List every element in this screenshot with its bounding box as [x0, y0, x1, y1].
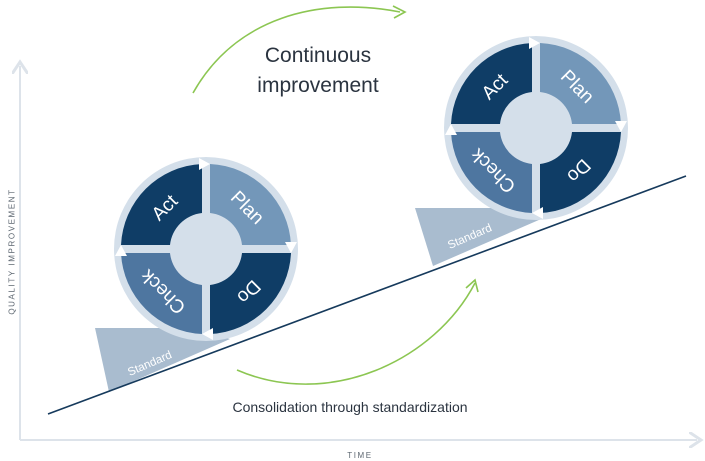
consolidation-label: Consolidation through standardization	[232, 399, 468, 415]
wheel-ring	[444, 36, 628, 220]
y-axis-title: QUALITY IMPROVEMENT	[7, 188, 17, 315]
segment-act	[451, 43, 532, 124]
continuous-improvement-line1: Continuous	[264, 44, 372, 67]
cycle-arrowhead	[115, 245, 127, 256]
pdca-wheel-lower: Act Plan Do Check	[114, 157, 298, 341]
segment-check	[451, 132, 532, 213]
cycle-arrowhead	[199, 158, 210, 170]
consolidation-arrow	[236, 282, 476, 385]
wheel-ring	[114, 157, 298, 341]
segment-do	[210, 253, 291, 334]
pdca-wheel-upper: Act Plan Do Check	[444, 36, 628, 220]
continuous-improvement-line2: improvement	[257, 74, 379, 97]
segment-plan	[210, 164, 291, 245]
continuous-improvement-arrow	[192, 6, 401, 94]
continuous-improvement-arrowhead	[392, 5, 407, 19]
x-axis-title: TIME	[347, 451, 373, 460]
cycle-arrowhead	[532, 207, 543, 219]
segment-plan	[540, 43, 621, 124]
continuous-improvement-label: Continuous improvement	[228, 41, 408, 101]
cycle-arrowhead	[202, 328, 213, 340]
cycle-arrowhead	[285, 242, 297, 253]
segment-check	[121, 253, 202, 334]
standard-wedge-upper: Standard	[415, 208, 548, 266]
consolidation-arrowhead	[465, 278, 479, 293]
cycle-arrowhead	[615, 121, 627, 132]
cycle-arrowhead	[529, 37, 540, 49]
segment-act	[121, 164, 202, 245]
segment-do	[540, 132, 621, 213]
quality-slope-line	[47, 175, 687, 415]
cycle-arrowhead	[445, 124, 457, 135]
